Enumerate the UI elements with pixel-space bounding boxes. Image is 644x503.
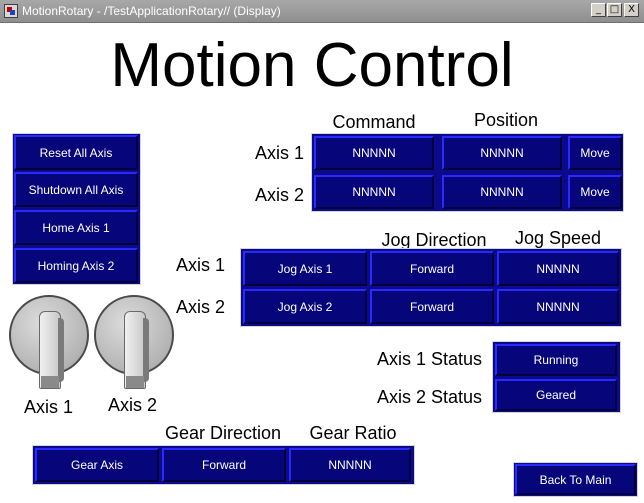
jog-axis1-button[interactable]: Jog Axis 1 xyxy=(243,251,367,286)
jog-axis2-speed-field[interactable]: NNNNN xyxy=(497,289,619,324)
axis2-status-label: Axis 2 Status xyxy=(377,387,483,407)
minimize-button[interactable]: _ xyxy=(591,3,606,17)
gear-direction[interactable]: Forward xyxy=(162,448,286,482)
jog-axis2-direction[interactable]: Forward xyxy=(370,289,494,324)
switch-axis2-label: Axis 2 xyxy=(108,395,158,415)
axis1-status-label: Axis 1 Status xyxy=(377,349,483,369)
jog-axis2-label: Axis 2 xyxy=(176,297,226,317)
jog-axis2-button[interactable]: Jog Axis 2 xyxy=(243,289,367,324)
axis2-switch-lever[interactable] xyxy=(124,311,149,389)
close-button[interactable]: X xyxy=(624,3,639,17)
axis2-position-field: NNNNN xyxy=(442,175,562,209)
axis2-rotary-switch[interactable] xyxy=(94,295,174,389)
axis1-command-field[interactable]: NNNNN xyxy=(314,136,434,170)
jog-speed-header: Jog Speed xyxy=(514,228,602,248)
position-axis2-label: Axis 2 xyxy=(255,185,305,205)
axis2-move-button[interactable]: Move xyxy=(568,175,622,209)
axis1-switch-lever[interactable] xyxy=(39,311,64,389)
switch-axis1-label: Axis 1 xyxy=(24,397,74,417)
axis1-status-value: Running xyxy=(495,344,617,376)
homing-axis2-button[interactable]: Homing Axis 2 xyxy=(14,248,138,283)
shutdown-all-axis-button[interactable]: Shutdown All Axis xyxy=(14,172,138,207)
position-header: Position xyxy=(473,110,539,130)
jog-axis1-speed-field[interactable]: NNNNN xyxy=(497,251,619,286)
gear-ratio-field[interactable]: NNNNN xyxy=(289,448,411,482)
page-title: Motion Control xyxy=(110,31,514,100)
axis2-command-field[interactable]: NNNNN xyxy=(314,175,434,209)
gear-axis-button[interactable]: Gear Axis xyxy=(35,448,159,482)
axis1-move-button[interactable]: Move xyxy=(568,136,622,170)
axis2-status-value: Geared xyxy=(495,379,617,411)
back-to-main-button[interactable]: Back To Main xyxy=(515,464,636,495)
maximize-button[interactable]: □ xyxy=(607,3,622,17)
jog-direction-header: Jog Direction xyxy=(381,230,487,250)
axis1-position-field: NNNNN xyxy=(442,136,562,170)
position-axis1-label: Axis 1 xyxy=(255,143,305,163)
jog-axis1-label: Axis 1 xyxy=(176,255,226,275)
gear-direction-header: Gear Direction xyxy=(164,423,282,443)
command-header: Command xyxy=(332,112,416,132)
gear-ratio-header: Gear Ratio xyxy=(309,423,397,443)
window-title: MotionRotary - /TestApplicationRotary// … xyxy=(22,4,281,18)
reset-all-axis-button[interactable]: Reset All Axis xyxy=(14,135,138,170)
home-axis1-button[interactable]: Home Axis 1 xyxy=(14,210,138,245)
axis1-rotary-switch[interactable] xyxy=(9,295,89,389)
window-titlebar[interactable]: MotionRotary - /TestApplicationRotary// … xyxy=(0,0,644,23)
jog-axis1-direction[interactable]: Forward xyxy=(370,251,494,286)
app-icon xyxy=(4,4,18,18)
